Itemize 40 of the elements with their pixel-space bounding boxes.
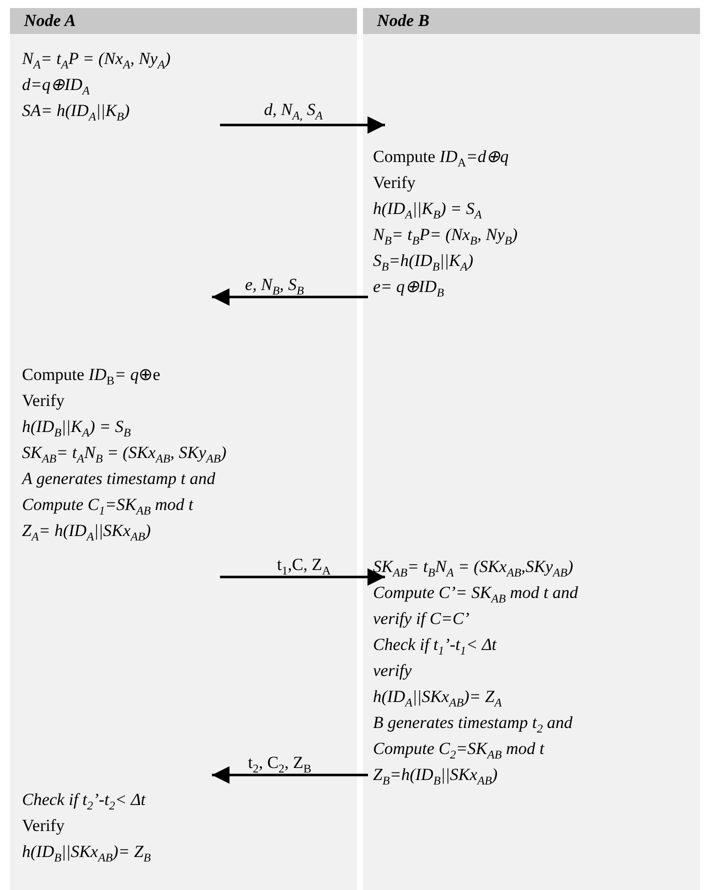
formula-line: Verify <box>373 172 416 194</box>
formula-line: h(ID$_{B}$||K$_{A}$) = S$_{B}$ <box>22 416 131 440</box>
lane-header: Node B <box>363 8 700 34</box>
lane-header: Node A <box>10 8 357 34</box>
edge-label: t$_{2}$, C$_{2}$, Z$_{B}$ <box>246 754 314 772</box>
formula-line: d=q⊕ID$_{A}$ <box>22 74 90 98</box>
formula-line: Verify <box>22 390 64 412</box>
formula-line: N$_{A}$= t$_{A}$P = (Nx$_{A}$, Ny$_{A}$) <box>22 48 171 72</box>
formula-line: Compute ID$_{B}$= q⊕e <box>22 364 160 388</box>
formula-line: Compute C$_{1}$=SK$_{AB}$ mod t <box>22 494 194 518</box>
formula-line: N$_{B}$= t$_{B}$P= (Nx$_{B}$, Ny$_{B}$) <box>373 224 518 248</box>
arrow <box>220 116 385 134</box>
formula-line: B generates timestamp t$_{2}$ and <box>373 712 573 736</box>
formula-line: A generates timestamp t and <box>22 468 216 490</box>
formula-line: h(ID$_{A}$||SKx$_{AB}$)= Z$_{A}$ <box>373 686 502 710</box>
edge-label: t$_{1}$,C, Z$_{A}$ <box>275 556 333 574</box>
arrow <box>212 288 368 306</box>
formula-line: Z$_{B}$=h(ID$_{B}$||SKx$_{AB}$) <box>373 764 498 788</box>
formula-line: Check if t$_{1}$’-t$_{1}$< Δt <box>373 634 497 658</box>
formula-line: Verify <box>22 815 64 837</box>
lane <box>363 8 700 890</box>
formula-line: Check if t$_{2}$’-t$_{2}$< Δt <box>22 789 146 813</box>
formula-line: h(ID$_{A}$||K$_{B}$) = S$_{A}$ <box>373 198 482 222</box>
formula-line: Compute C’= SK$_{AB}$ mod t and <box>373 582 578 606</box>
formula-line: S$_{B}$=h(ID$_{B}$||K$_{A}$) <box>373 250 474 274</box>
formula-line: verify <box>373 660 412 682</box>
formula-line: verify if C=C’ <box>373 608 470 630</box>
formula-line: Compute ID$_{A}$=d⊕q <box>373 146 509 170</box>
lane <box>10 8 357 890</box>
arrow <box>212 766 368 784</box>
formula-line: h(ID$_{B}$||SKx$_{AB}$)= Z$_{B}$ <box>22 841 151 865</box>
formula-line: Z$_{A}$= h(ID$_{A}$||SKx$_{AB}$) <box>22 520 151 544</box>
edge-label: d, N$_{A,}$ S$_{A}$ <box>262 101 325 119</box>
formula-line: SK$_{AB}$= t$_{B}$N$_{A}$ = (SKx$_{AB}$,SKy$_{AB}$) <box>373 556 574 580</box>
arrow <box>220 568 385 586</box>
formula-line: Compute C$_{2}$=SK$_{AB}$ mod t <box>373 738 544 762</box>
formula-line: SK$_{AB}$= t$_{A}$N$_{B}$ = (SKx$_{AB}$, SKy$_{AB}$) <box>22 442 226 466</box>
formula-line: SA= h(ID$_{A}$||K$_{B}$) <box>22 100 130 124</box>
edge-label: e, N$_{B}$, S$_{B}$ <box>243 276 306 294</box>
formula-line: e= q⊕ID$_{B}$ <box>373 276 444 300</box>
